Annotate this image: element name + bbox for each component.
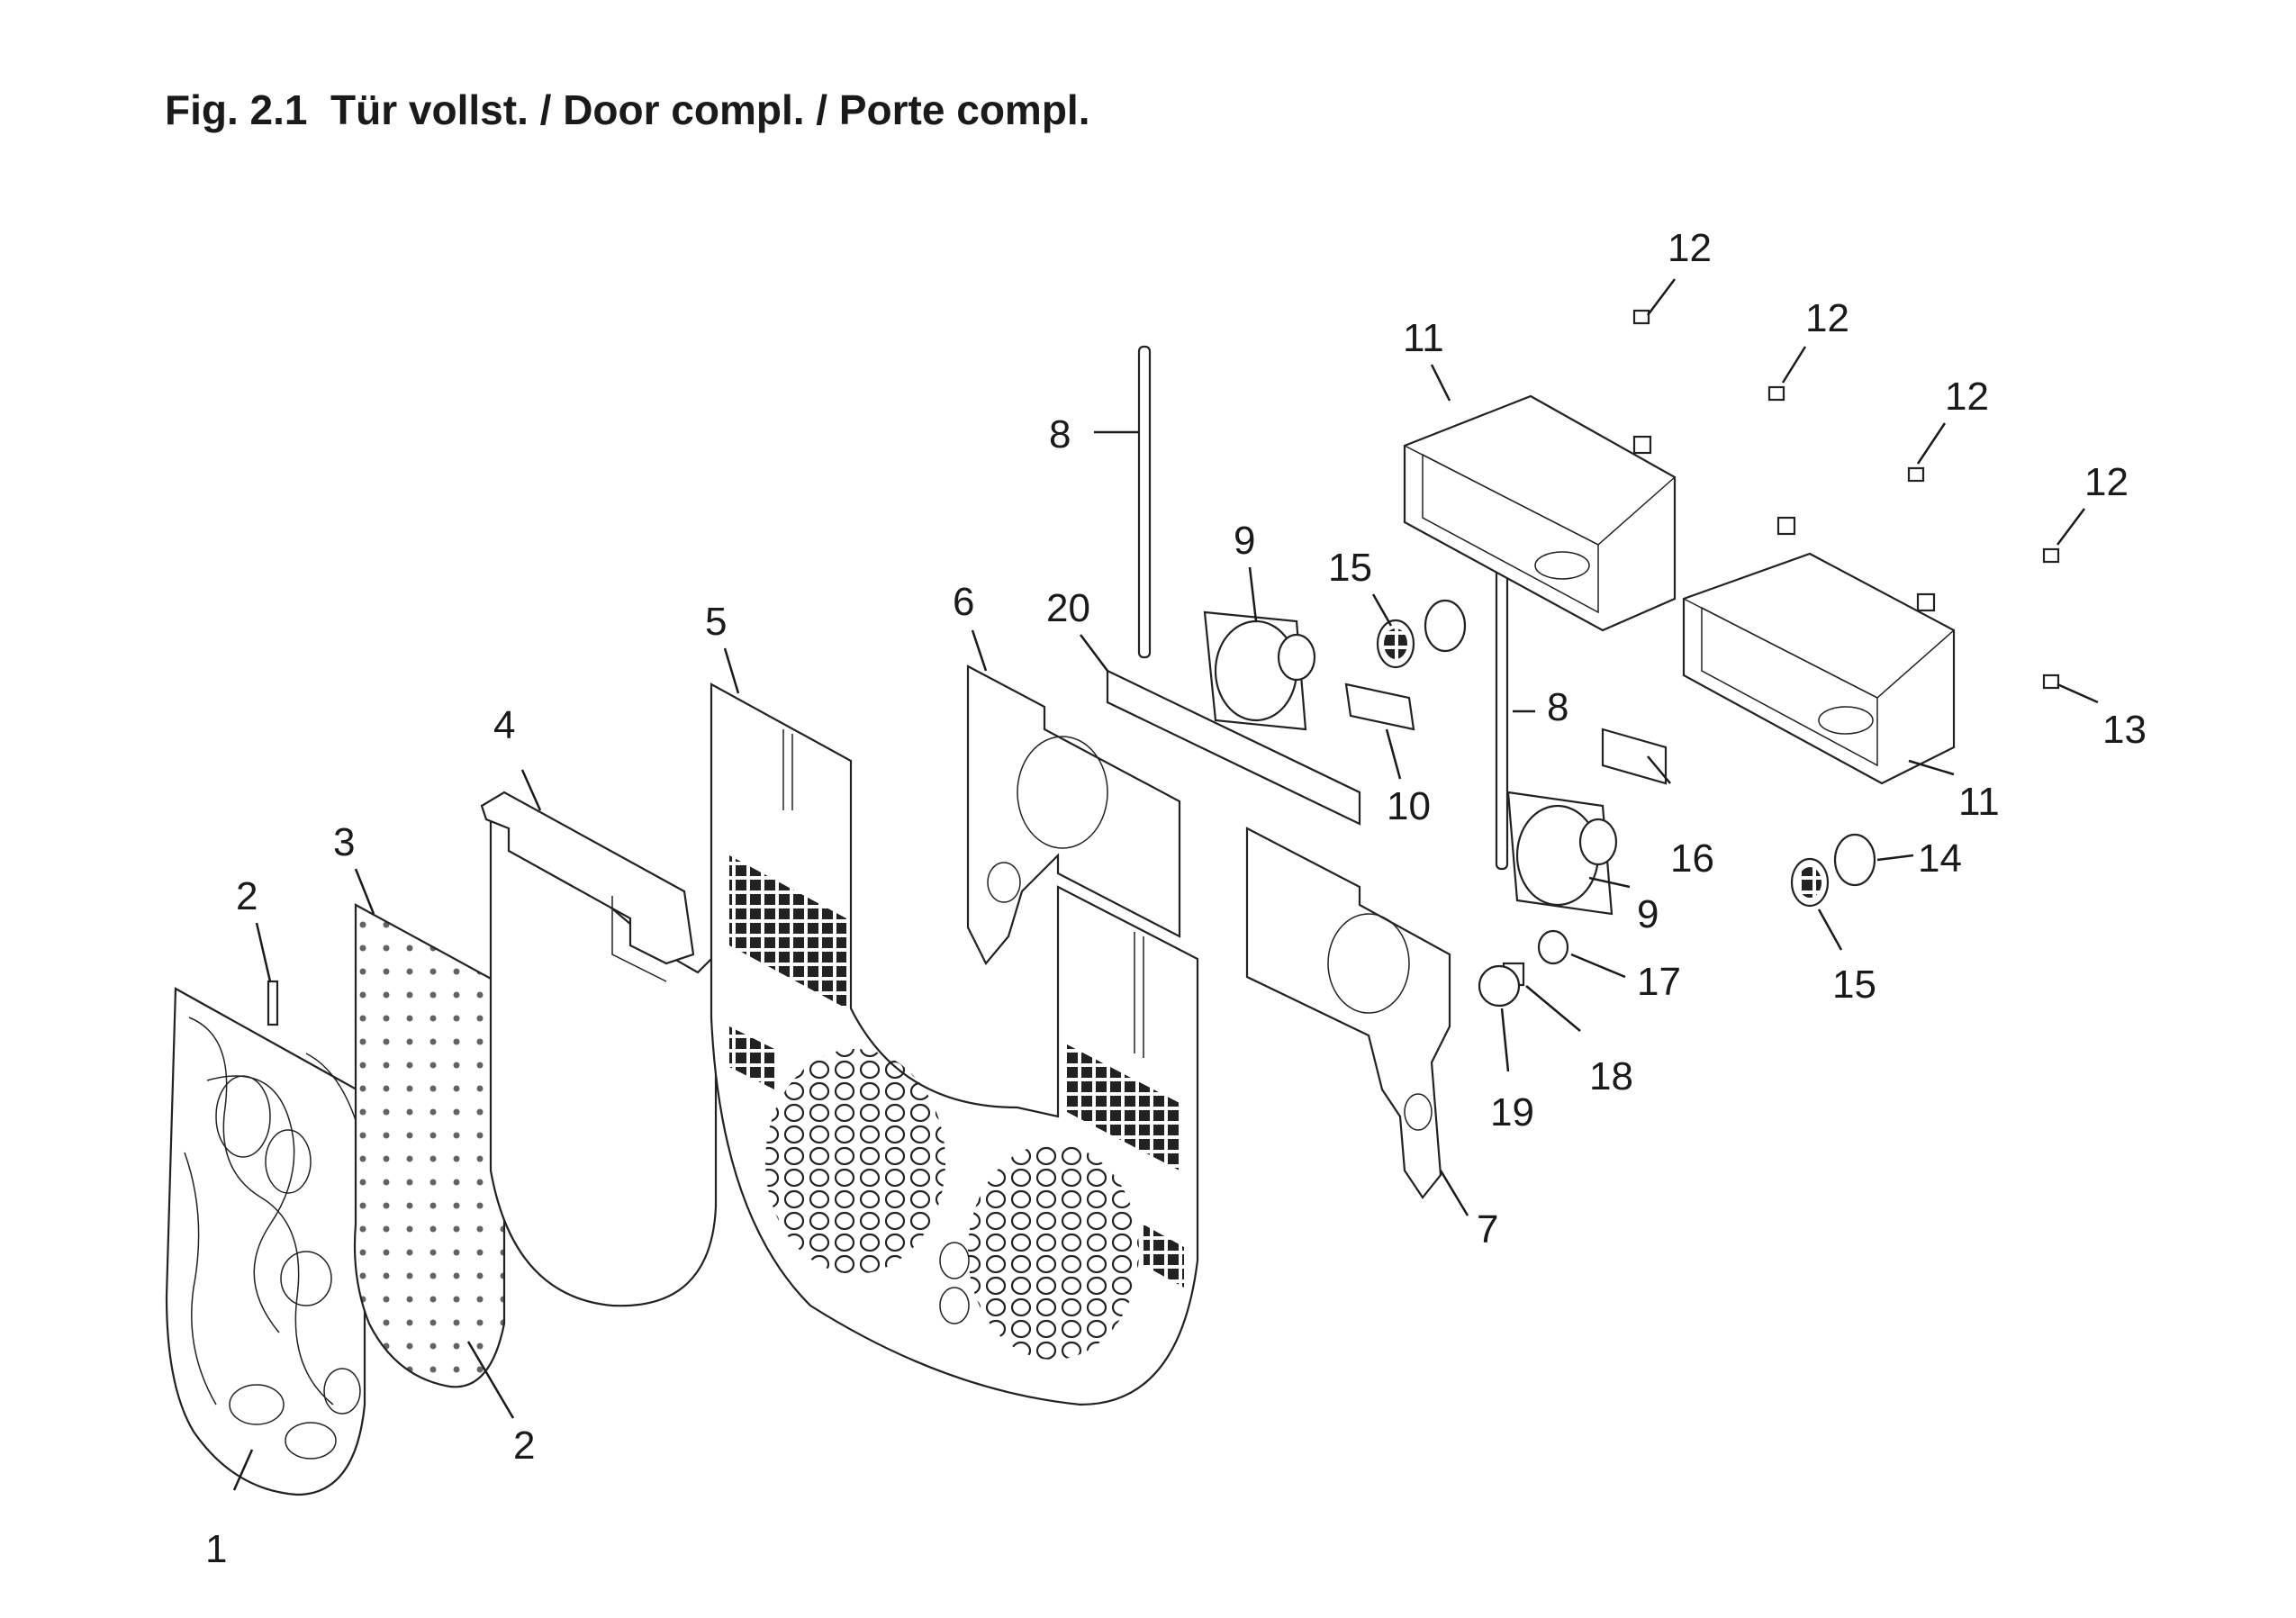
- callout-2-top: 2: [236, 874, 258, 918]
- part-rod-right: [1495, 547, 1509, 871]
- callout-11-upper: 11: [1403, 316, 1444, 360]
- callout-16: 16: [1670, 836, 1714, 881]
- callout-2-bottom: 2: [513, 1424, 535, 1468]
- callout-18: 18: [1589, 1054, 1633, 1098]
- callout-8-right: 8: [1547, 685, 1568, 729]
- part-clip-12c: [1907, 466, 1925, 483]
- part-bracket-a: [1632, 435, 1652, 455]
- part-bar: [1106, 669, 1361, 826]
- callout-6: 6: [953, 580, 974, 624]
- callout-1: 1: [205, 1527, 227, 1571]
- callout-9-upper: 9: [1234, 519, 1255, 563]
- part-clip-12d: [2042, 547, 2060, 564]
- part-ring-upper: [1424, 599, 1467, 653]
- part-clip-13: [2042, 673, 2060, 690]
- callout-8-left: 8: [1049, 412, 1071, 456]
- part-button-ring: [1537, 929, 1569, 965]
- callout-15-lower: 15: [1832, 963, 1876, 1007]
- part-module-10: [1344, 682, 1415, 731]
- part-bracket-c: [1916, 592, 1936, 612]
- part-grille-upper: [1376, 619, 1415, 669]
- leader-lines: [232, 278, 2099, 1491]
- callout-20: 20: [1046, 586, 1090, 630]
- part-back-panel: [480, 791, 718, 1307]
- callout-14: 14: [1918, 836, 1962, 881]
- part-bracket-b: [1776, 516, 1796, 536]
- callout-15-upper: 15: [1328, 546, 1372, 590]
- part-speaker-box-upper: [1403, 394, 1677, 632]
- callout-3: 3: [333, 820, 355, 864]
- part-rod-left: [1137, 345, 1152, 659]
- figure-title: Fig. 2.1 Tür vollst. / Door compl. / Por…: [165, 86, 1090, 133]
- part-clip-12a: [1632, 309, 1650, 325]
- part-speaker-lower: [1506, 791, 1618, 916]
- callout-11-lower: 11: [1958, 780, 2000, 824]
- callout-labels: 1 2 2 3 4 5 6 7 8 8 9 9 10 11 11 12 12 1…: [205, 226, 2147, 1571]
- callout-13: 13: [2102, 708, 2147, 752]
- callout-9-lower: 9: [1637, 892, 1659, 936]
- callout-19: 19: [1490, 1090, 1534, 1134]
- callout-7: 7: [1477, 1207, 1498, 1252]
- part-strip-top: [267, 980, 279, 1026]
- callout-17: 17: [1637, 960, 1681, 1004]
- callout-12-b: 12: [1805, 296, 1849, 340]
- callout-12-a: 12: [1668, 226, 1712, 270]
- callout-4: 4: [493, 703, 515, 747]
- callout-10: 10: [1387, 784, 1431, 828]
- part-clip-12b: [1767, 385, 1785, 402]
- part-grille-lower: [1790, 857, 1830, 908]
- part-main-panel: [710, 682, 1199, 1406]
- part-lower-mount-plate: [1245, 827, 1451, 1199]
- part-upper-mount-plate: [966, 664, 1181, 965]
- part-front-decor-panel: [165, 987, 366, 1496]
- callout-12-c: 12: [1945, 375, 1989, 419]
- callout-12-d: 12: [2084, 460, 2129, 504]
- callout-5: 5: [705, 600, 727, 644]
- part-ring: [1833, 833, 1876, 887]
- part-button-cap: [1478, 964, 1521, 1008]
- part-speaker-upper: [1203, 610, 1316, 731]
- part-perforated-plate: [353, 903, 506, 1388]
- part-pcb: [1601, 728, 1668, 785]
- part-speaker-box-lower: [1682, 552, 1956, 785]
